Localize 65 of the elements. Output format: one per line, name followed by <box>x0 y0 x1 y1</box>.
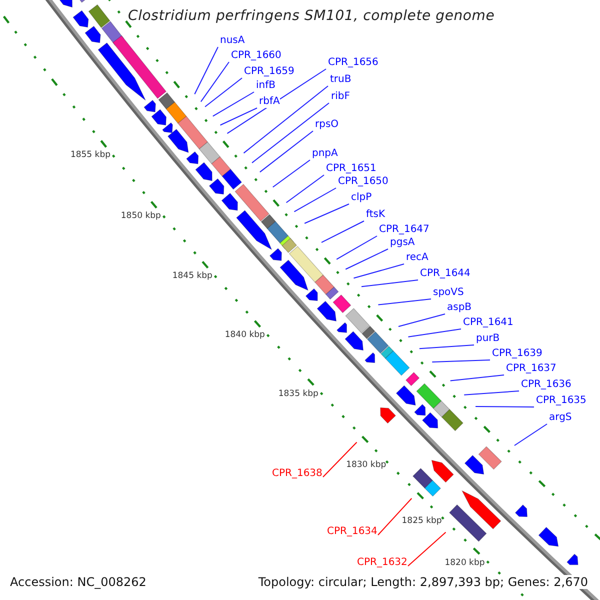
gene-label: CPR_1641 <box>463 317 514 329</box>
leader-line <box>204 78 242 108</box>
scale-label: 1820 kbp <box>444 558 485 568</box>
leader-line <box>432 360 490 362</box>
gene-label: CPR_1639 <box>492 348 542 360</box>
gene-label: pgsA <box>390 237 415 249</box>
leader-line <box>360 280 418 288</box>
leader-line <box>418 344 474 350</box>
leader-line <box>464 390 520 396</box>
leader-line <box>378 298 432 306</box>
gene-label: CPR_1660 <box>231 50 282 62</box>
gene-label: CPR_1637 <box>506 363 556 375</box>
leader-line <box>321 220 364 243</box>
leader-line <box>345 248 388 270</box>
scale-label: 1840 kbp <box>224 330 265 340</box>
gene-label: clpP <box>351 192 372 204</box>
leader-line <box>378 498 412 536</box>
scale-label: 1835 kbp <box>278 388 318 399</box>
gene-label: CPR_1650 <box>338 176 388 188</box>
gene-label: CPR_1638 <box>272 468 322 480</box>
scale-label: 1830 kbp <box>346 460 386 470</box>
scale-label: 1845 kbp <box>172 270 212 281</box>
leader-line <box>243 86 328 154</box>
gene-label: argS <box>549 412 572 424</box>
leader-line <box>286 174 324 204</box>
leader-line <box>336 236 378 260</box>
leader-line <box>322 442 358 478</box>
genome-summary-text: Topology: circular; Length: 2,897,393 bp; Genes: 2,670 <box>258 575 588 589</box>
leader-line <box>252 102 330 164</box>
leader-line <box>408 328 462 338</box>
gene-label: aspB <box>447 302 472 314</box>
leader-line <box>220 108 258 126</box>
gene-label: CPR_1636 <box>521 379 572 391</box>
scale-label: 1825 kbp <box>402 516 442 526</box>
leader-line <box>514 424 548 446</box>
leader-line <box>212 92 254 117</box>
leader-line <box>226 68 326 134</box>
gene-label: CPR_1635 <box>536 395 586 407</box>
leader-line <box>272 160 310 188</box>
leader-line <box>294 188 336 212</box>
leader-line <box>259 130 314 173</box>
leader-line <box>304 204 350 224</box>
gene-label: pnpA <box>312 148 338 160</box>
gene-label: CPR_1644 <box>420 268 470 280</box>
gene-label: CPR_1651 <box>326 163 376 175</box>
leader-line <box>398 314 446 328</box>
accession-text: Accession: NC_008262 <box>10 575 146 589</box>
leader-line <box>450 374 504 382</box>
gene-label: CPR_1634 <box>327 526 378 538</box>
gene-label: rpsO <box>315 119 339 131</box>
leader-line <box>194 46 218 95</box>
leader-line <box>475 406 534 408</box>
gene-label: CPR_1659 <box>244 66 294 78</box>
gene-label: rbfA <box>259 96 280 108</box>
scale-label: 1850 kbp <box>120 210 161 221</box>
leader-line <box>200 62 230 102</box>
leader-line <box>408 532 446 566</box>
gene-label: purB <box>476 333 500 345</box>
leader-line <box>353 264 404 279</box>
gene-label: CPR_1632 <box>357 557 408 569</box>
gene-label: CPR_1647 <box>379 224 430 236</box>
map-title: Clostridium perfringens SM101, complete genome <box>128 8 495 24</box>
gene-label: CPR_1656 <box>328 57 378 69</box>
gene-label: spoVS <box>433 287 464 299</box>
scale-label: 1855 kbp <box>70 150 110 160</box>
